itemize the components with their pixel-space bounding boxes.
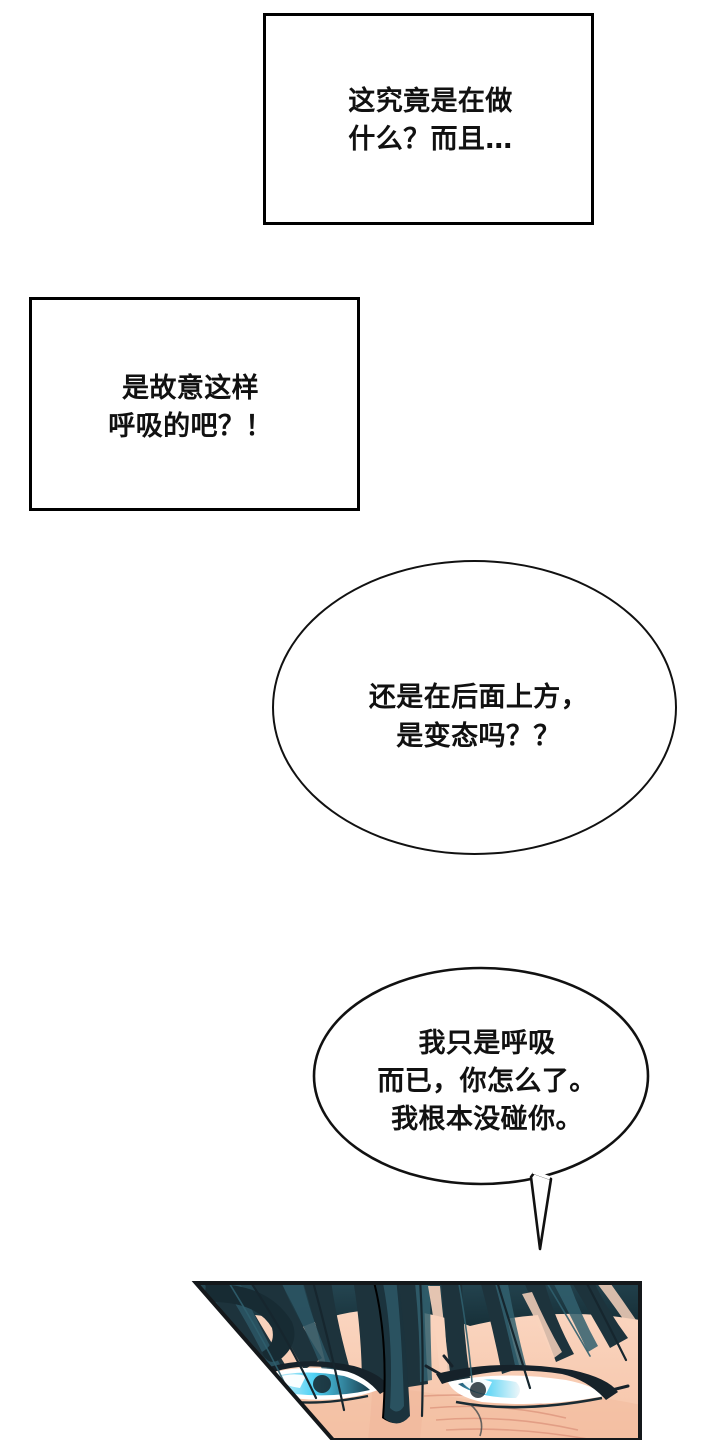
speech-bubble-text: 我只是呼吸 而已，你怎么了。 我根本没碰你。: [377, 1027, 597, 1136]
oval-thought-bubble-text: 还是在后面上方， 是变态吗？？: [368, 682, 589, 752]
caption-box-1-text: 这究竟是在做 什么？而且…: [348, 85, 513, 155]
speech-bubble: 我只是呼吸 而已，你怎么了。 我根本没碰你。: [300, 960, 670, 1260]
face-closeup-illustration: [191, 1281, 642, 1440]
caption-box-1: 这究竟是在做 什么？而且…: [263, 13, 594, 225]
caption-box-2-text: 是故意这样 呼吸的吧？！: [108, 372, 273, 442]
right-eye: [424, 1354, 630, 1437]
oval-thought-bubble: 还是在后面上方， 是变态吗？？: [272, 560, 677, 855]
caption-box-2: 是故意这样 呼吸的吧？！: [29, 297, 360, 511]
speech-bubble-shape: [312, 966, 650, 1251]
artwork-panel: [0, 1278, 720, 1440]
